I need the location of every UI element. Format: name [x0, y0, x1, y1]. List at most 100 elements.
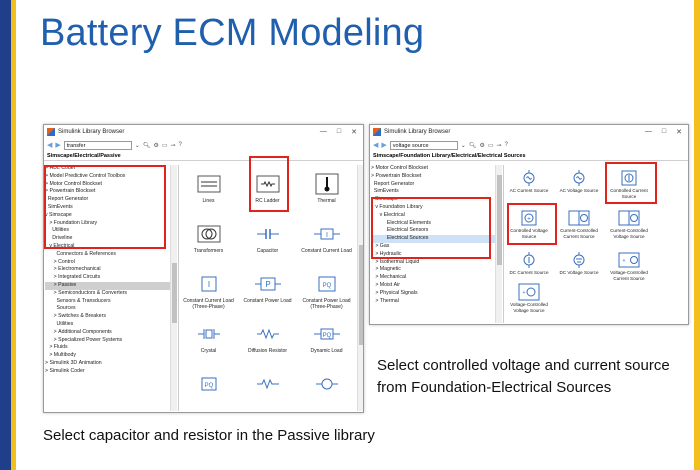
tree-item[interactable]: Utilities	[45, 320, 74, 327]
library-block[interactable]: Thermal	[297, 171, 356, 204]
tree-item[interactable]: Driveline	[45, 235, 73, 242]
tree-item[interactable]: Utilities	[45, 227, 69, 234]
tree-item[interactable]: v Electrical	[371, 211, 405, 218]
tree-item[interactable]: > Physical Signals	[371, 289, 418, 296]
grid-scrollbar[interactable]	[357, 165, 363, 411]
tree-item[interactable]: SimEvents	[45, 203, 73, 210]
find-icon[interactable]: 🔍︎	[142, 142, 151, 149]
forward-arrow-icon[interactable]: ▶	[381, 142, 387, 149]
tree-item[interactable]: > Gas	[371, 242, 390, 249]
tree-item[interactable]: > Simulink 3D Animation	[45, 359, 102, 366]
library-block[interactable]: DC Voltage Source	[554, 251, 604, 276]
tree-item[interactable]: Report Generator	[45, 196, 89, 203]
left-accent-bar	[0, 0, 11, 470]
library-block[interactable]: Lines	[179, 171, 238, 204]
tree-item[interactable]: > Motor Control Blockset	[45, 180, 102, 187]
library-block[interactable]: Crystal	[179, 321, 238, 354]
back-arrow-icon[interactable]: ◀	[373, 142, 379, 149]
library-block[interactable]: +Voltage-Controlled Voltage Source	[504, 283, 554, 314]
tree-item[interactable]: v Foundation Library	[371, 203, 423, 210]
help-icon[interactable]: ?	[504, 142, 508, 148]
tree-item[interactable]: > Powertrain Blockset	[45, 188, 96, 195]
tree-item[interactable]: Electrical Sources	[371, 235, 495, 243]
tree-item[interactable]: > Passive	[45, 281, 170, 290]
tree-item[interactable]: SimEvents	[371, 188, 399, 195]
close-button[interactable]: ✕	[351, 129, 357, 136]
library-block[interactable]: +Controlled Voltage Source	[504, 209, 554, 240]
tree-item[interactable]: > Control	[45, 258, 75, 265]
tree-item[interactable]: v Electrical	[45, 242, 75, 249]
library-block[interactable]: Diffusion Resistor	[238, 321, 297, 354]
search-dropdown-icon[interactable]: ⌄	[460, 142, 466, 149]
tree-item[interactable]: > Thermal	[371, 297, 399, 304]
pin-icon[interactable]: ⊸	[170, 142, 176, 149]
new-model-icon[interactable]: ▭	[487, 142, 494, 149]
maximize-button[interactable]: □	[661, 128, 667, 135]
tree-item[interactable]: > Magnetic	[371, 266, 401, 273]
tree-item[interactable]: > Simulink Coder	[45, 367, 85, 374]
tree-item[interactable]: > Hydraulic	[371, 250, 402, 257]
library-block[interactable]: Controlled Current Source	[604, 169, 654, 200]
tree-item[interactable]: > Model Predictive Control Toolbox	[45, 172, 126, 179]
tree-item[interactable]: Sources	[45, 305, 76, 312]
library-options-icon[interactable]: ⚙	[479, 142, 485, 149]
search-input[interactable]: voltage source	[389, 140, 458, 150]
tree-item[interactable]: > Integrated Circuits	[45, 274, 101, 281]
tree-item[interactable]: > Motor Control Blockset	[371, 165, 428, 171]
find-icon[interactable]: 🔍︎	[468, 142, 477, 149]
close-button[interactable]: ✕	[676, 129, 682, 136]
tree-item[interactable]: > Fluids	[45, 344, 68, 351]
library-block[interactable]: AC Voltage Source	[554, 169, 604, 194]
tree-item[interactable]: > Powertrain Blockset	[371, 172, 422, 179]
tree-scrollbar[interactable]	[170, 165, 177, 411]
tree-item[interactable]: > Switches & Breakers	[45, 313, 106, 320]
minimize-button[interactable]: —	[644, 128, 652, 135]
library-block[interactable]: Capacitor	[238, 221, 297, 254]
library-options-icon[interactable]: ⚙	[153, 142, 159, 149]
tree-scrollbar[interactable]	[495, 165, 502, 323]
search-input[interactable]: transfer	[63, 140, 132, 150]
minimize-button[interactable]: —	[319, 128, 327, 135]
library-block[interactable]: Transformers	[179, 221, 238, 254]
tree-item[interactable]: v Simscape	[371, 196, 398, 203]
maximize-button[interactable]: □	[336, 128, 342, 135]
library-block[interactable]	[238, 371, 297, 398]
library-block[interactable]: PQ	[179, 371, 238, 398]
pin-icon[interactable]: ⊸	[496, 142, 502, 149]
tree-item[interactable]: > HDL Coder	[45, 165, 76, 171]
tree-item[interactable]: > Specialized Power Systems	[45, 336, 123, 343]
back-arrow-icon[interactable]: ◀	[47, 142, 53, 149]
tree-item[interactable]: Sensors & Transducers	[45, 297, 111, 304]
forward-arrow-icon[interactable]: ▶	[55, 142, 61, 149]
tree-item[interactable]: Report Generator	[371, 180, 415, 187]
resistor-small-icon	[255, 371, 281, 397]
tree-item[interactable]: > Multibody	[45, 352, 76, 359]
library-block[interactable]: AC Current Source	[504, 169, 554, 194]
tree-item[interactable]: > Semiconductors & Converters	[45, 289, 128, 296]
library-block[interactable]: +Voltage-Controlled Current Source	[604, 251, 654, 282]
new-model-icon[interactable]: ▭	[161, 142, 168, 149]
help-icon[interactable]: ?	[178, 142, 182, 148]
tree-item[interactable]: Connectors & References	[45, 250, 116, 257]
library-block[interactable]: Current-Controlled Current Source	[554, 209, 604, 240]
search-dropdown-icon[interactable]: ⌄	[134, 142, 140, 149]
tree-item[interactable]: > Moist Air	[371, 281, 400, 288]
library-block[interactable]: DC Current Source	[504, 251, 554, 276]
tree-item[interactable]: > Foundation Library	[45, 219, 98, 226]
tree-item[interactable]: Electrical Elements	[371, 219, 431, 226]
tree-item[interactable]: v Simscape	[45, 211, 72, 218]
library-block[interactable]	[297, 371, 356, 398]
tree-item[interactable]: > Additional Components	[45, 328, 112, 335]
tree-item[interactable]: > Mechanical	[371, 274, 407, 281]
block-label: Constant Power Load	[243, 298, 292, 304]
library-block[interactable]: RC Ladder	[238, 171, 297, 204]
tree-item[interactable]: Electrical Sensors	[371, 227, 429, 234]
tree-item[interactable]: > Isothermal Liquid	[371, 258, 420, 265]
library-block[interactable]: Current-Controlled Voltage Source	[604, 209, 654, 240]
tree-item[interactable]: > Electromechanical	[45, 266, 101, 273]
